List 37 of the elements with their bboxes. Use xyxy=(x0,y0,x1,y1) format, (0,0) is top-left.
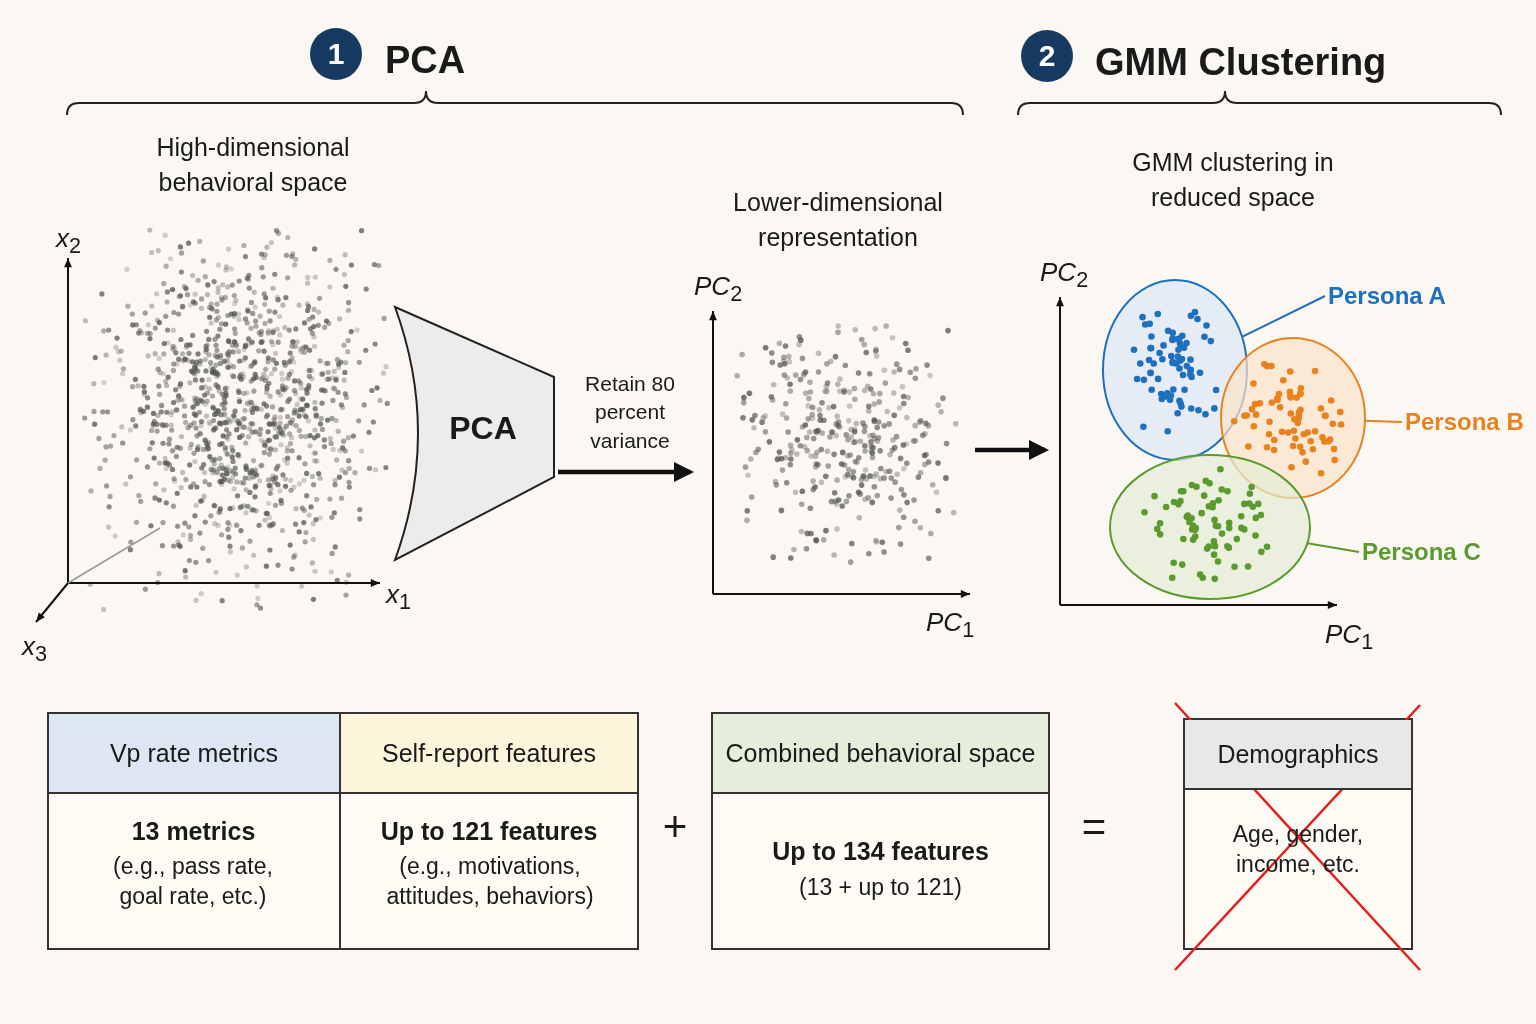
step-number-badge: 1 xyxy=(310,28,362,80)
cluster-ellipse xyxy=(1109,454,1311,600)
plot-title: Lower-dimensional representation xyxy=(732,187,944,253)
cluster-label: Persona B xyxy=(1405,408,1524,436)
plot-title: High-dimensional behavioral space xyxy=(155,132,351,198)
axis-label: PC$_{2}$ xyxy=(1040,256,1089,295)
cell-text: (e.g., pass rate, goal rate, etc.) xyxy=(112,852,274,911)
leader-line xyxy=(1240,295,1326,338)
leader-line xyxy=(1363,419,1403,423)
section-heading: GMM Clustering xyxy=(1095,40,1388,85)
funnel-shape xyxy=(393,305,558,563)
axis-label: PC$_{1}$ xyxy=(926,606,975,645)
column-header: Combined behavioral space xyxy=(713,714,1048,794)
column-header: Self-report features xyxy=(341,714,637,794)
axis-label: x$_{2}$ xyxy=(56,222,82,261)
cell-text: (13 + up to 121) xyxy=(797,873,963,902)
arrow xyxy=(975,439,1050,461)
cell-text: (e.g., motivations, attitudes, behaviors) xyxy=(385,852,595,911)
section-heading: PCA xyxy=(385,38,467,83)
leader-line xyxy=(1306,542,1360,553)
axis-label: PC$_{1}$ xyxy=(1325,618,1374,657)
cluster-label: Persona A xyxy=(1328,282,1446,310)
cluster-label: Persona C xyxy=(1362,538,1481,566)
plot-title: GMM clustering in reduced space xyxy=(1131,147,1335,213)
plus-sign: + xyxy=(661,802,689,852)
cell-heading: Up to 134 features xyxy=(771,836,990,867)
axis-label: x$_{3}$ xyxy=(22,630,48,669)
column-header: Vp rate metrics xyxy=(49,714,339,794)
step-number-badge: 2 xyxy=(1021,30,1073,82)
equals-sign: = xyxy=(1080,802,1108,852)
cell-heading: 13 metrics xyxy=(130,816,257,847)
column-header: Demographics xyxy=(1185,720,1411,790)
arrow xyxy=(558,461,695,483)
cell-heading: Up to 121 features xyxy=(379,816,599,847)
axis-label: x$_{1}$ xyxy=(386,578,412,617)
node-label: PCA xyxy=(448,410,518,447)
axis-label: PC$_{2}$ xyxy=(694,270,743,309)
